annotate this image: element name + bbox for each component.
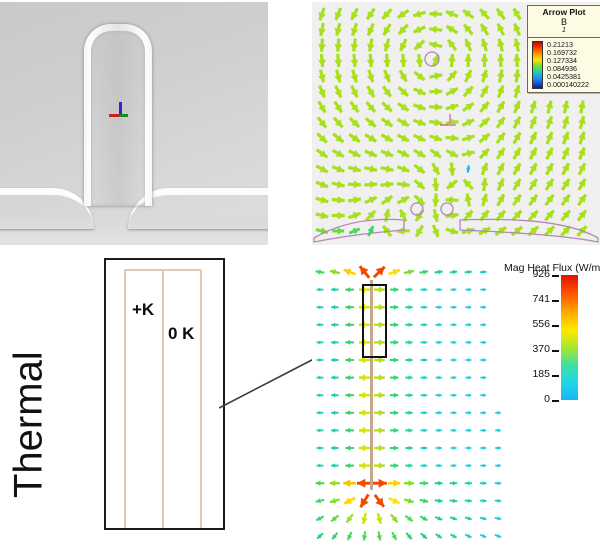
heat-flux-legend: Mag Heat Flux (W/m^2) 926 741 556 370 185 0	[504, 262, 600, 412]
heat-flux-tick-mark	[552, 350, 559, 352]
heat-flux-vector-arrows	[315, 265, 502, 541]
heat-flux-tick-mark	[552, 325, 559, 327]
heat-flux-tick-label: 556	[532, 318, 550, 330]
heat-flux-legend-title: Mag Heat Flux (W/m^2)	[504, 262, 600, 274]
heat-flux-colorbar	[561, 275, 578, 400]
thermal-label-hot: +K	[132, 300, 155, 319]
row-label-thermal: Thermal	[6, 351, 51, 499]
heat-flux-tick-mark	[552, 375, 559, 377]
thermal-wire-geometry	[370, 280, 373, 490]
thermal-boundary-line-left	[124, 270, 126, 528]
coordinate-triad-icon	[108, 102, 134, 126]
thermal-zoom-region-box	[362, 284, 387, 358]
heat-flux-tick-label: 185	[532, 368, 550, 380]
arrow-legend-colorbar	[532, 41, 543, 89]
arrow-legend-value: 0.127334	[547, 56, 577, 65]
arrow-axis-z-icon	[449, 114, 451, 126]
thermal-detail-box: +K 0 K	[104, 258, 225, 530]
heat-flux-tick-mark	[552, 275, 559, 277]
arrow-legend-value: 0.000140222	[547, 80, 589, 89]
arrow-legend-header: Arrow Plot B 1	[528, 6, 600, 38]
thermal-top-cap-line	[124, 269, 201, 271]
wire-lead-right	[128, 188, 268, 229]
axis-z-icon	[119, 102, 122, 117]
axis-y-icon	[119, 114, 128, 117]
axis-x-icon	[109, 114, 120, 117]
heat-flux-tick-mark	[552, 300, 559, 302]
heat-flux-tick-label: 370	[532, 343, 550, 355]
arrow-plot-coordinate-triad-icon	[440, 114, 462, 134]
arrow-legend-value: 0.084936	[547, 64, 577, 73]
heat-flux-tick-label: 926	[532, 268, 550, 280]
thermal-arrow-plot-panel: Mag Heat Flux (W/m^2) 926 741 556 370 185 0	[312, 262, 600, 548]
wire-lead-left	[0, 188, 94, 229]
heat-flux-tick-label: 0	[544, 393, 550, 405]
arrow-legend-variable: B	[560, 17, 567, 27]
b-field-vector-arrows	[313, 7, 599, 243]
arrow-legend-subtitle: 1	[562, 27, 566, 34]
thermal-boundary-line-right	[200, 270, 202, 528]
arrow-legend-title: Arrow Plot	[542, 7, 586, 17]
arrow-legend-value: 0.0425381	[547, 72, 581, 81]
heat-flux-tick-mark	[552, 400, 559, 402]
arrow-legend-value: 0.21213	[547, 40, 573, 49]
thermal-label-cold: 0 K	[168, 324, 195, 343]
magnetic-3d-render-panel	[0, 2, 268, 245]
heat-flux-tick-label: 741	[532, 293, 550, 305]
thermal-boundary-line-center	[162, 270, 164, 528]
arrow-axis-y-icon	[449, 124, 456, 126]
arrow-legend-value: 0.169732	[547, 48, 577, 57]
arrow-axis-x-icon	[440, 124, 450, 126]
